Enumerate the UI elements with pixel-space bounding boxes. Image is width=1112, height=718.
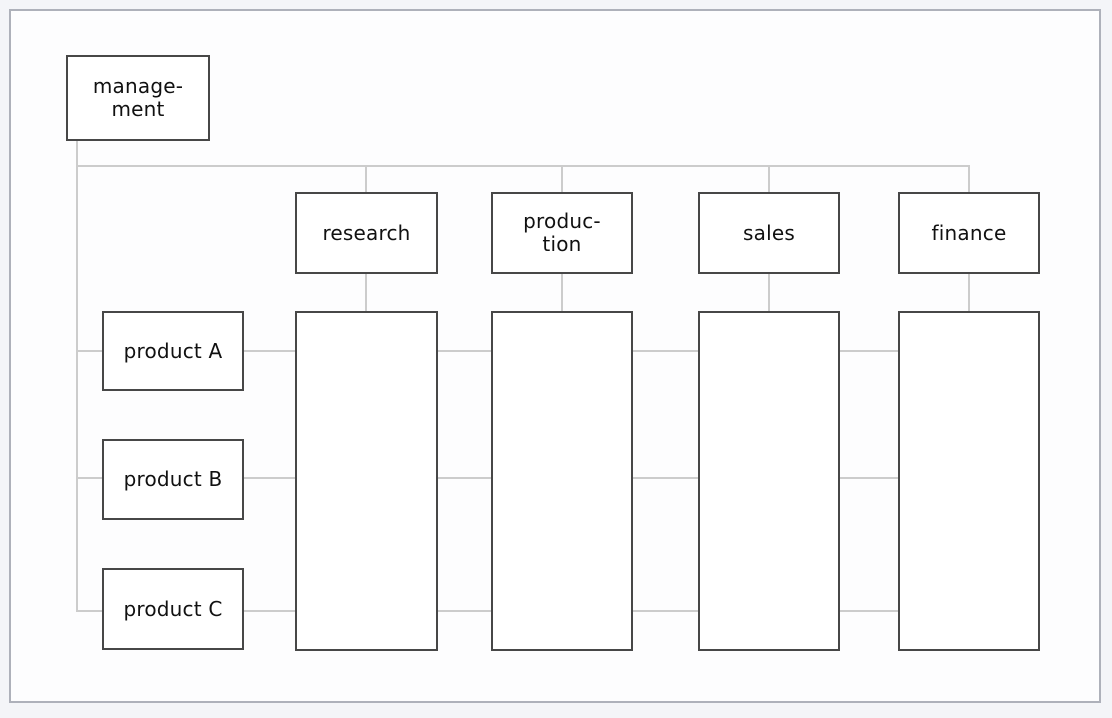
sales-column [698, 311, 840, 651]
connector-research-top-stub [365, 165, 367, 192]
product-c-box: product C [102, 568, 244, 650]
research-column [295, 311, 438, 651]
connector-production-column-stub [561, 273, 563, 311]
product-a-box: product A [102, 311, 244, 391]
research-label: research [322, 220, 411, 245]
product-a-label: product A [123, 338, 223, 363]
management-label: manage- ment [92, 74, 184, 121]
connector-finance-top-stub [968, 165, 970, 192]
connector-finance-column-stub [968, 273, 970, 311]
finance-column [898, 311, 1040, 651]
finance-label: finance [931, 220, 1007, 245]
sales-label: sales [743, 220, 795, 245]
connector-sales-column-stub [768, 273, 770, 311]
sales-box: sales [698, 192, 840, 274]
product-c-label: product C [123, 596, 223, 621]
connector-research-column-stub [365, 273, 367, 311]
product-b-label: product B [123, 467, 223, 491]
production-box: produc- tion [491, 192, 633, 274]
connector-sales-top-stub [768, 165, 770, 192]
production-column [491, 311, 633, 651]
research-box: research [295, 192, 438, 274]
connector-production-top-stub [561, 165, 563, 192]
production-label: produc- tion [523, 209, 601, 256]
product-b-box: product B [102, 439, 244, 520]
connector-management-trunk-line [76, 141, 78, 612]
connector-department-rail-line [76, 165, 970, 167]
management-box: manage- ment [66, 55, 210, 141]
finance-box: finance [898, 192, 1040, 274]
